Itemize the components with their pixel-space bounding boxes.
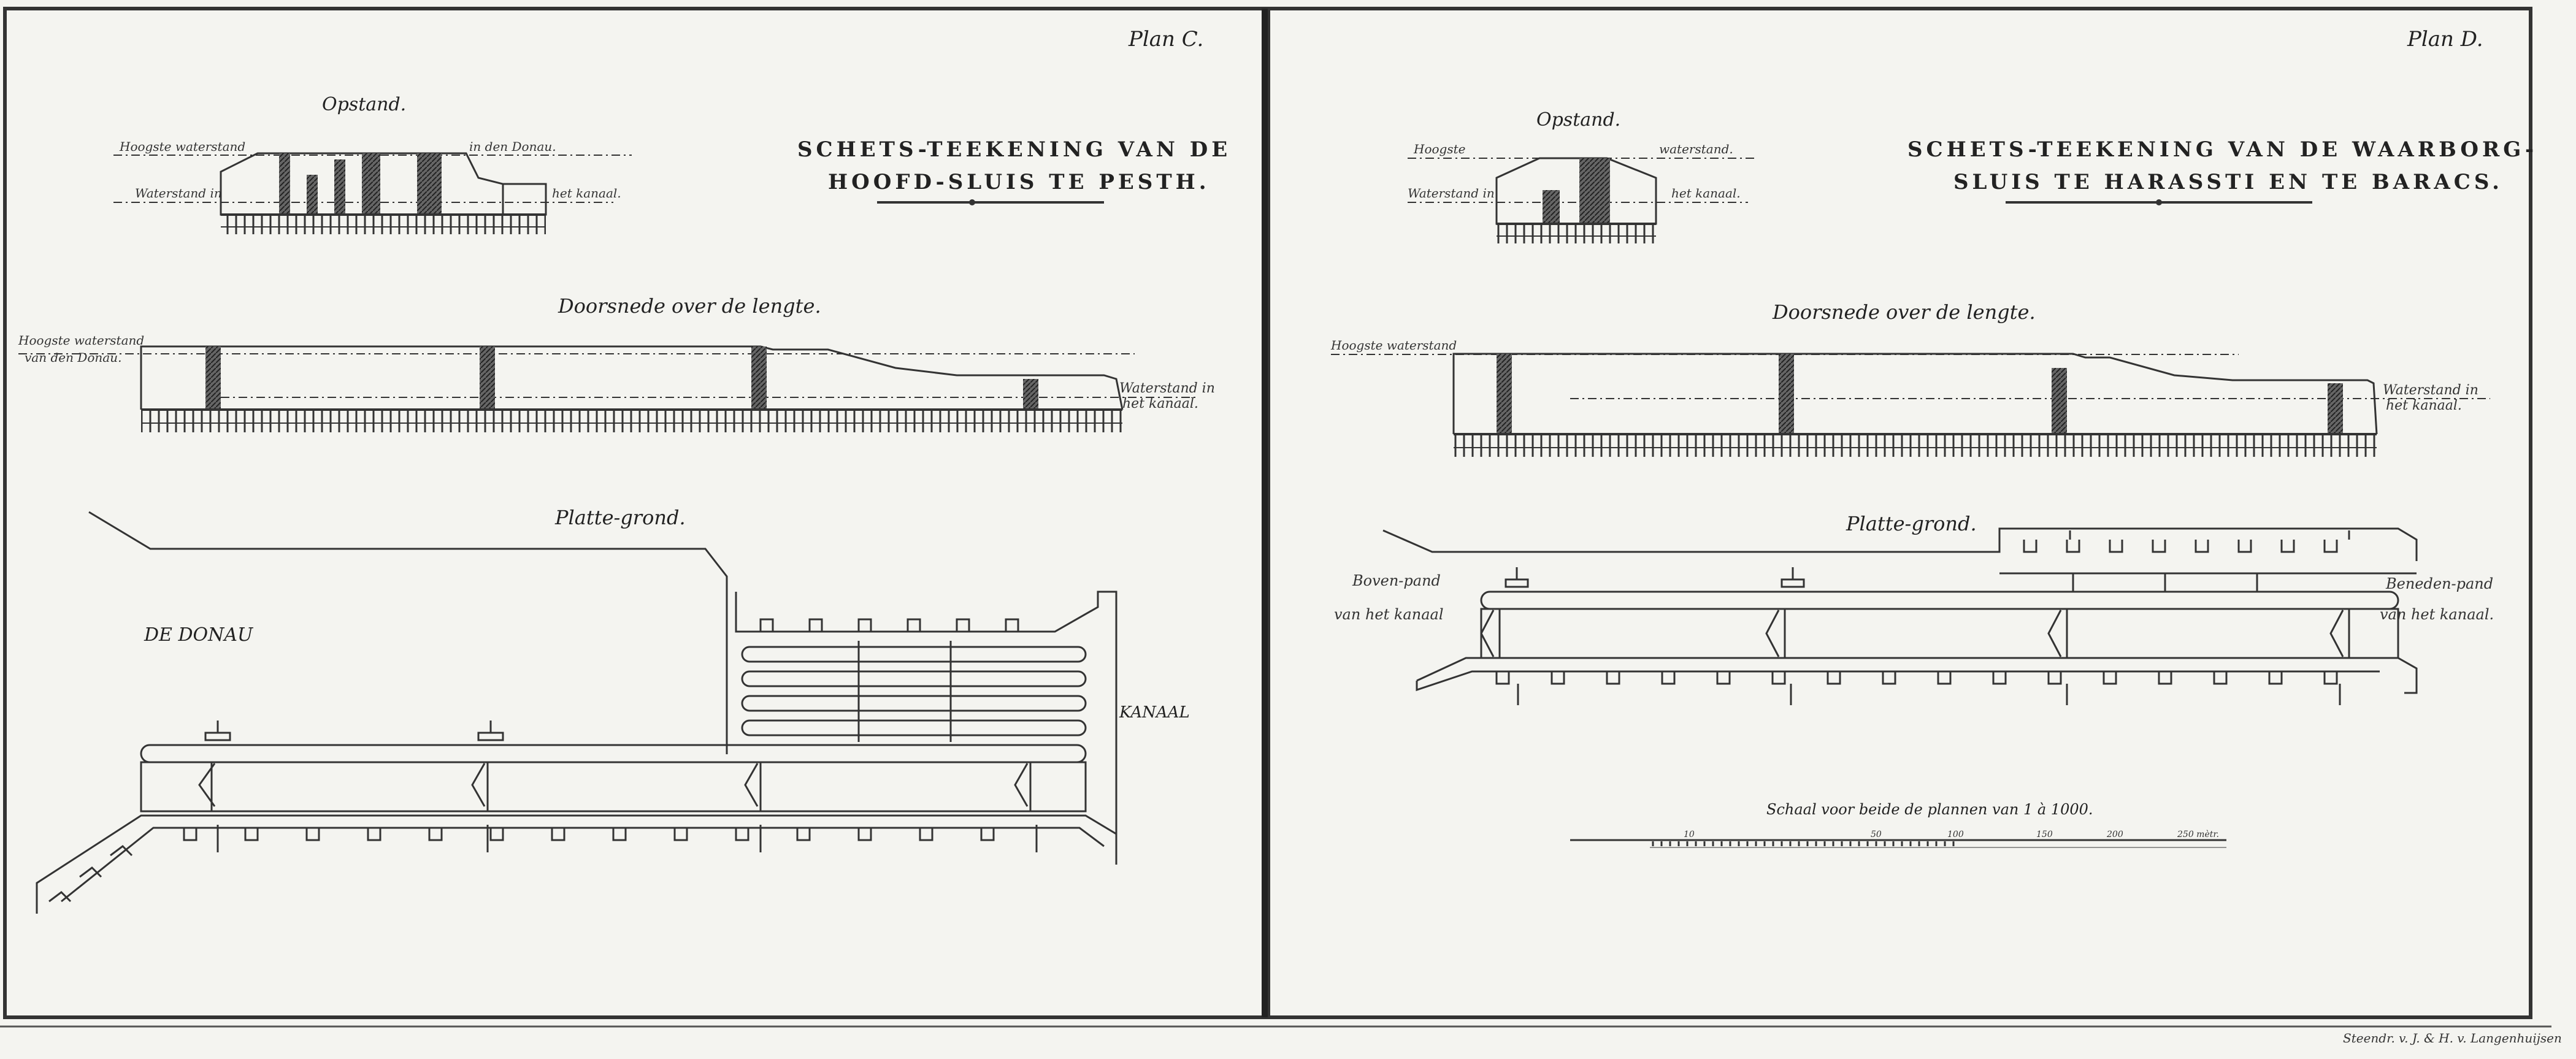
plan-d-beneden-pand-1: Beneden-pand	[2385, 575, 2493, 592]
plan-d-elev-kanaal: het kanaal.	[1671, 186, 1741, 201]
plan-d-elev-high-2: waterstand.	[1659, 142, 1733, 156]
plan-d-scale-tick-200: 200	[2106, 830, 2123, 839]
plan-d-boven-pand-1: Boven-pand	[1352, 572, 1441, 589]
plan-d-elev-water-in: Waterstand in	[1408, 186, 1495, 201]
plan-c-elevation	[113, 152, 632, 234]
plan-c-label: Plan C.	[1128, 27, 1203, 52]
plan-d-scale-tick-250: 250 mètr.	[2177, 830, 2219, 839]
plan-d-boven-pand-2: van het kanaal	[1334, 606, 1444, 623]
plan-c: Plan C. SCHETS-TEEKENING VAN DE HOOFD-SL…	[18, 27, 1231, 914]
lithographer-credit: Steendr. v. J. & H. v. Langenhuijsen	[2343, 1031, 2562, 1046]
plan-c-doorsnede-label: Doorsnede over de lengte.	[558, 294, 821, 318]
plan-d-scale-tick-150: 150	[2036, 830, 2053, 839]
plan-d-elev-high-1: Hoogste	[1413, 142, 1465, 156]
plan-c-title-line2: HOOFD-SLUIS TE PESTH.	[828, 170, 1210, 194]
plan-c-elev-kanaal: het kanaal.	[552, 186, 621, 201]
plan-d-scale-tick-50: 50	[1871, 830, 1882, 839]
plan-d-plan-view	[1382, 527, 2418, 705]
plan-c-sect-high-water-2: van den Donau.	[25, 350, 121, 365]
plan-c-kanaal-label: KANAAL	[1119, 703, 1190, 722]
plan-d-title-line1: SCHETS-TEEKENING VAN DE WAARBORG-	[1907, 137, 2537, 162]
plan-c-elev-high-water: Hoogste waterstand	[119, 139, 245, 154]
plan-c-elev-water-in: Waterstand in	[135, 186, 222, 201]
plan-d-section	[1331, 353, 2490, 457]
plan-d-scale-text: Schaal voor beide de plannen van 1 à 100…	[1766, 801, 2093, 818]
plan-d-title-line2: SLUIS TE HARASSTI EN TE BARACS.	[1953, 170, 2503, 194]
plan-c-donau-label: DE DONAU	[144, 624, 254, 646]
plan-c-title-line1: SCHETS-TEEKENING VAN DE	[797, 137, 1231, 162]
plan-d-label: Plan D.	[2407, 27, 2483, 52]
plan-d-elevation	[1408, 157, 1754, 243]
plan-c-sect-water-2: het kanaal.	[1122, 396, 1198, 411]
plan-d-sect-water-2: het kanaal.	[2386, 398, 2462, 413]
plan-d: Plan D. SCHETS-TEEKENING VAN DE WAARBORG…	[1330, 27, 2537, 848]
plan-c-elev-in-donau: in den Donau.	[469, 139, 556, 154]
plan-c-sect-high-water-1: Hoogste waterstand	[18, 333, 144, 348]
plan-d-scale-tick-100: 100	[1947, 830, 1964, 839]
plan-d-platte-grond-label: Platte-grond.	[1846, 512, 1977, 535]
plan-c-platte-grond-label: Platte-grond.	[554, 506, 686, 529]
plan-d-doorsnede-label: Doorsnede over de lengte.	[1772, 300, 2036, 324]
frame-plan-d	[1267, 7, 2532, 1019]
plan-d-sect-high-water: Hoogste waterstand	[1330, 338, 1457, 353]
plan-c-opstand-label: Opstand.	[322, 94, 406, 115]
plan-c-sect-water-1: Waterstand in	[1119, 381, 1215, 396]
plan-d-scale-tick-10: 10	[1684, 830, 1695, 839]
plan-c-plan-view	[36, 511, 1117, 914]
plan-c-section	[18, 345, 1196, 432]
plan-d-scale-bar	[1570, 839, 2226, 848]
plan-d-opstand-label: Opstand.	[1536, 109, 1620, 131]
plan-d-sect-water-1: Waterstand in	[2383, 383, 2478, 398]
